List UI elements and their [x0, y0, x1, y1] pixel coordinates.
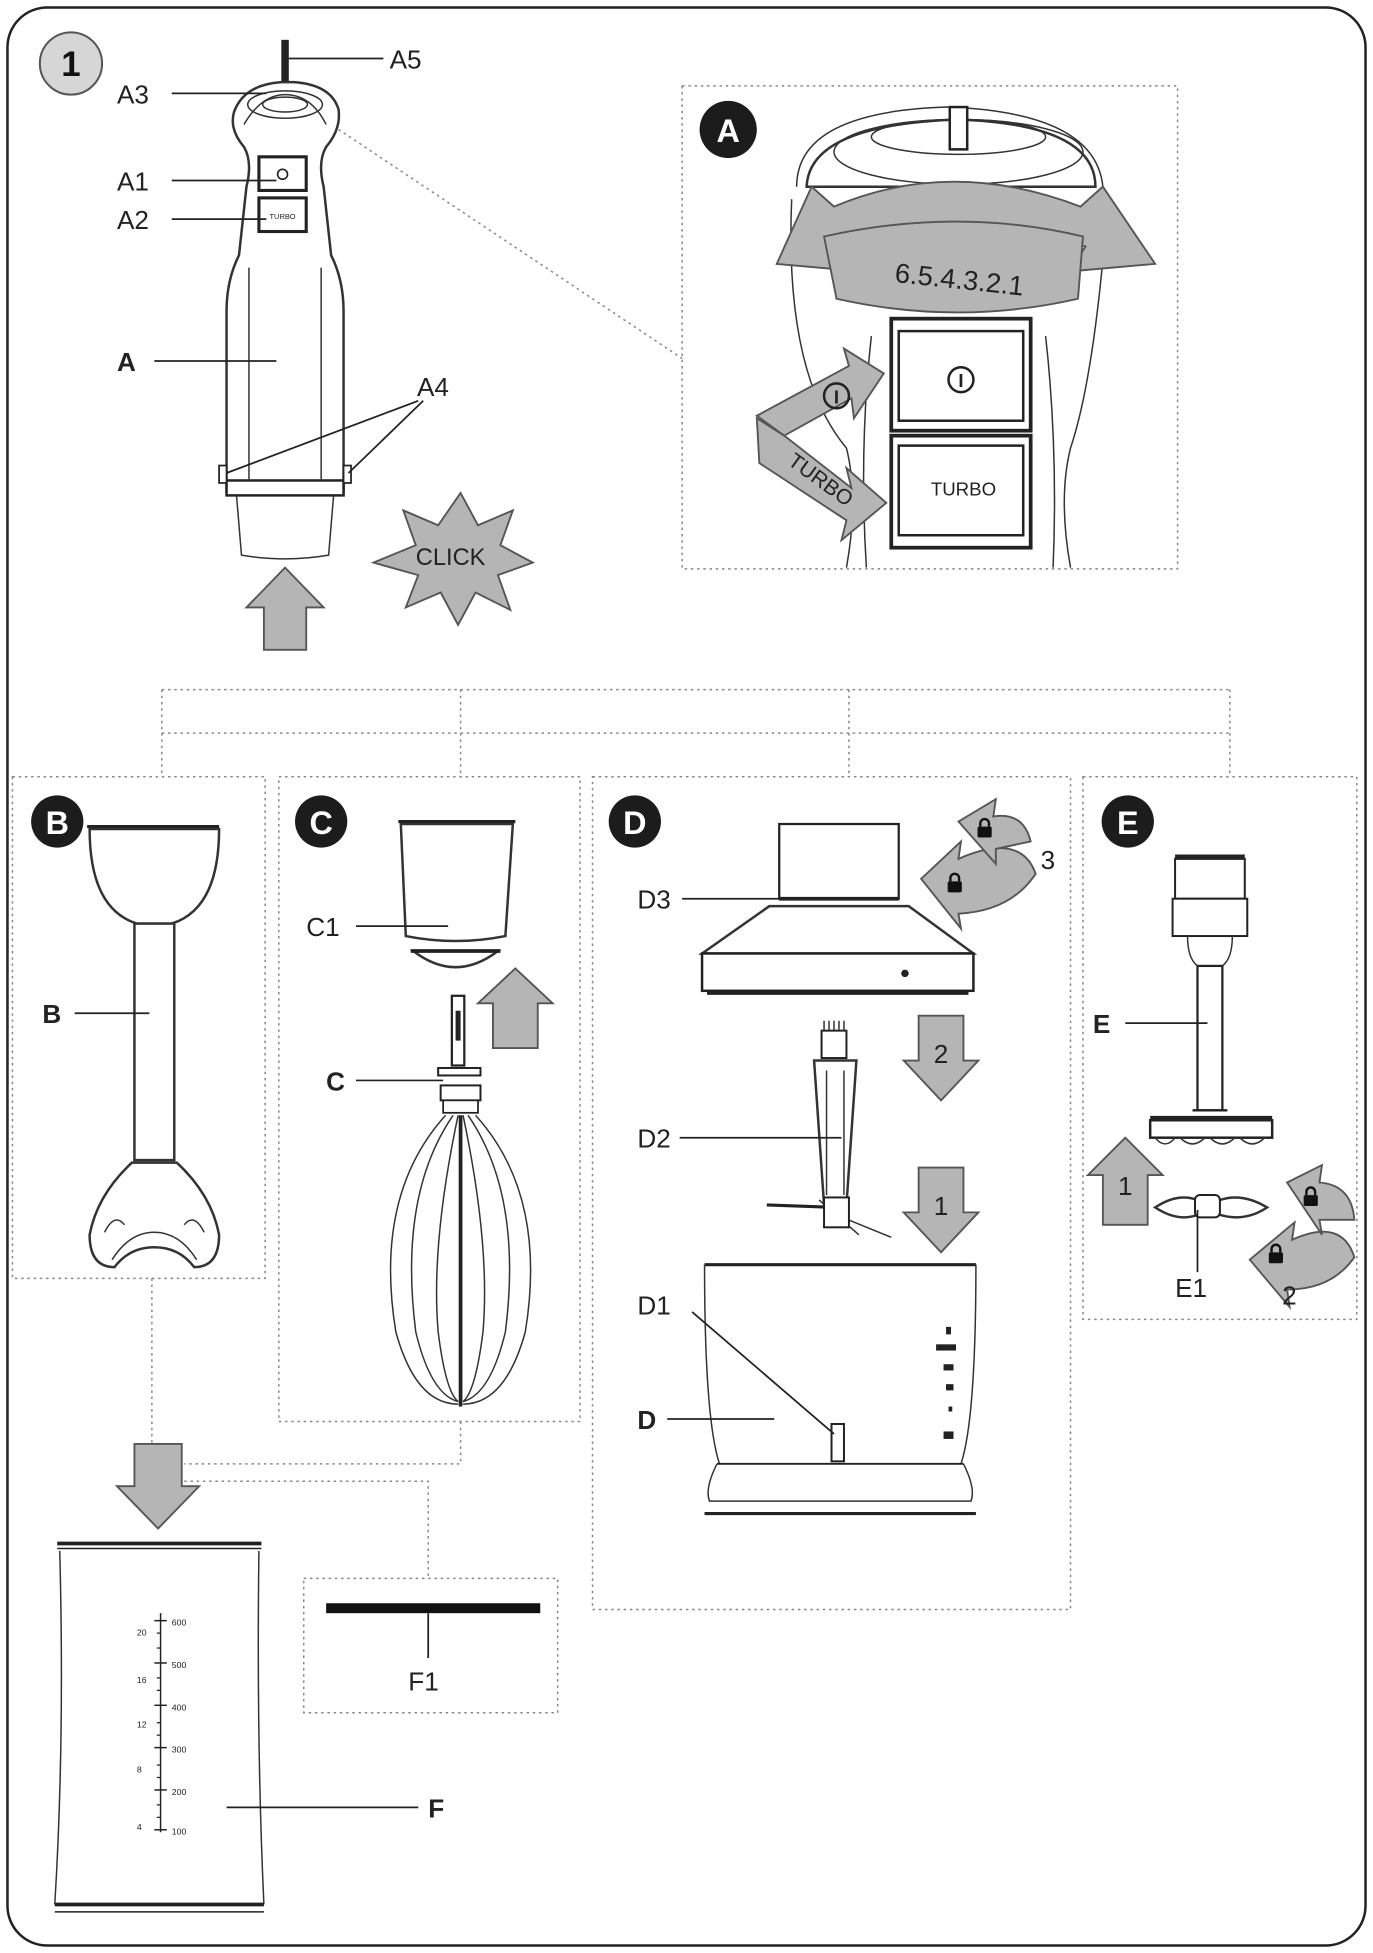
- chopper-attachment-e: [1148, 854, 1274, 1145]
- svg-text:TURBO: TURBO: [270, 212, 296, 221]
- motor-unit-leaders: [154, 57, 424, 474]
- panel-c-badge: C: [295, 795, 348, 848]
- svg-text:C: C: [309, 805, 332, 841]
- measuring-beaker-f: 600 500 400 300 200 100 20 16 12 8 4: [54, 1541, 265, 1913]
- click-starburst-icon: [370, 491, 536, 627]
- power-symbol-arrow: I: [834, 386, 839, 407]
- panel-b-badge: B: [31, 795, 84, 848]
- svg-text:D: D: [623, 805, 646, 841]
- scale-oz-20: 20: [137, 1628, 147, 1638]
- figure-number: 1: [61, 45, 80, 84]
- step-1-up-arrow-icon: [1085, 1136, 1165, 1226]
- panel-e-badge: E: [1101, 795, 1154, 848]
- click-text: CLICK: [416, 545, 486, 571]
- scale-oz-16: 16: [137, 1675, 147, 1685]
- scale-ml-100: 100: [172, 1827, 187, 1837]
- beaker-lid-f1: [326, 1603, 541, 1614]
- e-step-1: 1: [1118, 1171, 1133, 1201]
- blender-foot-b: [87, 824, 221, 1269]
- scale-ml-500: 500: [172, 1660, 187, 1670]
- label-d3: D3: [637, 885, 670, 915]
- label-e1: E1: [1175, 1273, 1207, 1303]
- power-symbol-a1: I: [958, 370, 963, 391]
- detail-a-badge: A: [699, 100, 757, 159]
- scale-ml-600: 600: [172, 1618, 187, 1628]
- label-d2: D2: [637, 1124, 670, 1154]
- e-lock-rotate-arrow-icon: [1248, 1220, 1356, 1311]
- panel-d-badge: D: [608, 795, 661, 848]
- label-a1: A1: [117, 166, 149, 196]
- label-b: B: [42, 999, 61, 1029]
- chopper-blade-d2: [766, 1020, 892, 1238]
- turbo-press-arrow-icon: [755, 416, 888, 543]
- motor-unit: TURBO: [218, 39, 352, 560]
- scale-oz-4: 4: [137, 1822, 142, 1832]
- step-1-down-arrow-icon: [901, 1166, 981, 1254]
- whisk-insert-up-arrow-icon: [475, 967, 556, 1050]
- turbo-button-label: TURBO: [931, 478, 996, 499]
- chopper-lid-d3: [698, 822, 978, 995]
- label-f1: F1: [408, 1666, 439, 1696]
- label-f: F: [428, 1793, 444, 1823]
- detail-a-buttons: I TURBO: [889, 316, 1033, 550]
- step-1: 1: [934, 1191, 949, 1221]
- whisk-coupler-c1: [398, 819, 516, 969]
- attach-up-arrow-icon: [244, 566, 326, 651]
- label-c1: C1: [306, 912, 339, 942]
- label-a3: A3: [117, 79, 149, 109]
- step-2: 2: [934, 1039, 949, 1069]
- figure-number-badge: 1: [38, 31, 104, 96]
- label-d1: D1: [637, 1290, 670, 1320]
- label-a: A: [117, 347, 136, 377]
- page-frame: [6, 6, 1367, 1947]
- scale-ml-200: 200: [172, 1787, 187, 1797]
- insert-down-arrow-icon: [114, 1442, 202, 1530]
- scale-oz-8: 8: [137, 1765, 142, 1775]
- label-d: D: [637, 1405, 656, 1435]
- label-a4: A4: [417, 372, 449, 402]
- whisk-c: [389, 994, 532, 1407]
- label-e: E: [1093, 1009, 1110, 1039]
- e-step-2: 2: [1282, 1280, 1297, 1310]
- scale-ml-300: 300: [172, 1745, 187, 1755]
- scale-ml-400: 400: [172, 1702, 187, 1712]
- scale-oz-12: 12: [137, 1720, 147, 1730]
- svg-text:A: A: [717, 113, 740, 149]
- label-c: C: [326, 1066, 345, 1096]
- label-a2: A2: [117, 205, 149, 235]
- svg-text:B: B: [46, 805, 69, 841]
- step-3: 3: [1041, 845, 1056, 875]
- lock-rotate-arrow-icon: [919, 838, 1037, 932]
- step-2-down-arrow-icon: [901, 1014, 981, 1102]
- power-press-arrow-icon: [755, 346, 886, 437]
- speed-band: [822, 220, 1084, 314]
- connector-tree: [161, 688, 1231, 777]
- chopper-bowl-d: [703, 1263, 977, 1516]
- blade-e1: [1152, 1193, 1270, 1219]
- detail-a-handle: [790, 105, 1109, 568]
- label-a5: A5: [390, 44, 422, 74]
- svg-text:E: E: [1117, 805, 1139, 841]
